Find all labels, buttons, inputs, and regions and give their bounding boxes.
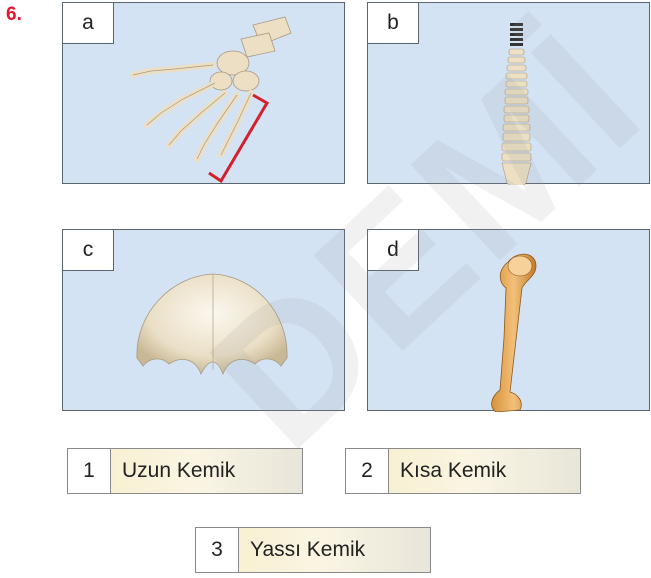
- panel-c: c: [62, 229, 345, 411]
- question-number: 6.: [6, 4, 22, 26]
- option-3-label: Yassı Kemik: [239, 528, 365, 572]
- panel-b: b: [367, 2, 650, 184]
- option-2-number: 2: [346, 449, 389, 493]
- option-2-label: Kısa Kemik: [389, 449, 506, 493]
- panel-b-label: b: [367, 2, 419, 44]
- panel-d-label: d: [367, 229, 419, 271]
- option-3-number: 3: [196, 528, 239, 572]
- panel-a: a: [62, 2, 345, 184]
- panel-d: d: [367, 229, 650, 411]
- panel-c-label: c: [62, 229, 114, 271]
- option-1-label: Uzun Kemik: [111, 449, 235, 493]
- option-1: 1 Uzun Kemik: [67, 448, 303, 494]
- option-3: 3 Yassı Kemik: [195, 527, 431, 573]
- option-2: 2 Kısa Kemik: [345, 448, 581, 494]
- option-1-number: 1: [68, 449, 111, 493]
- panel-a-label: a: [62, 2, 114, 44]
